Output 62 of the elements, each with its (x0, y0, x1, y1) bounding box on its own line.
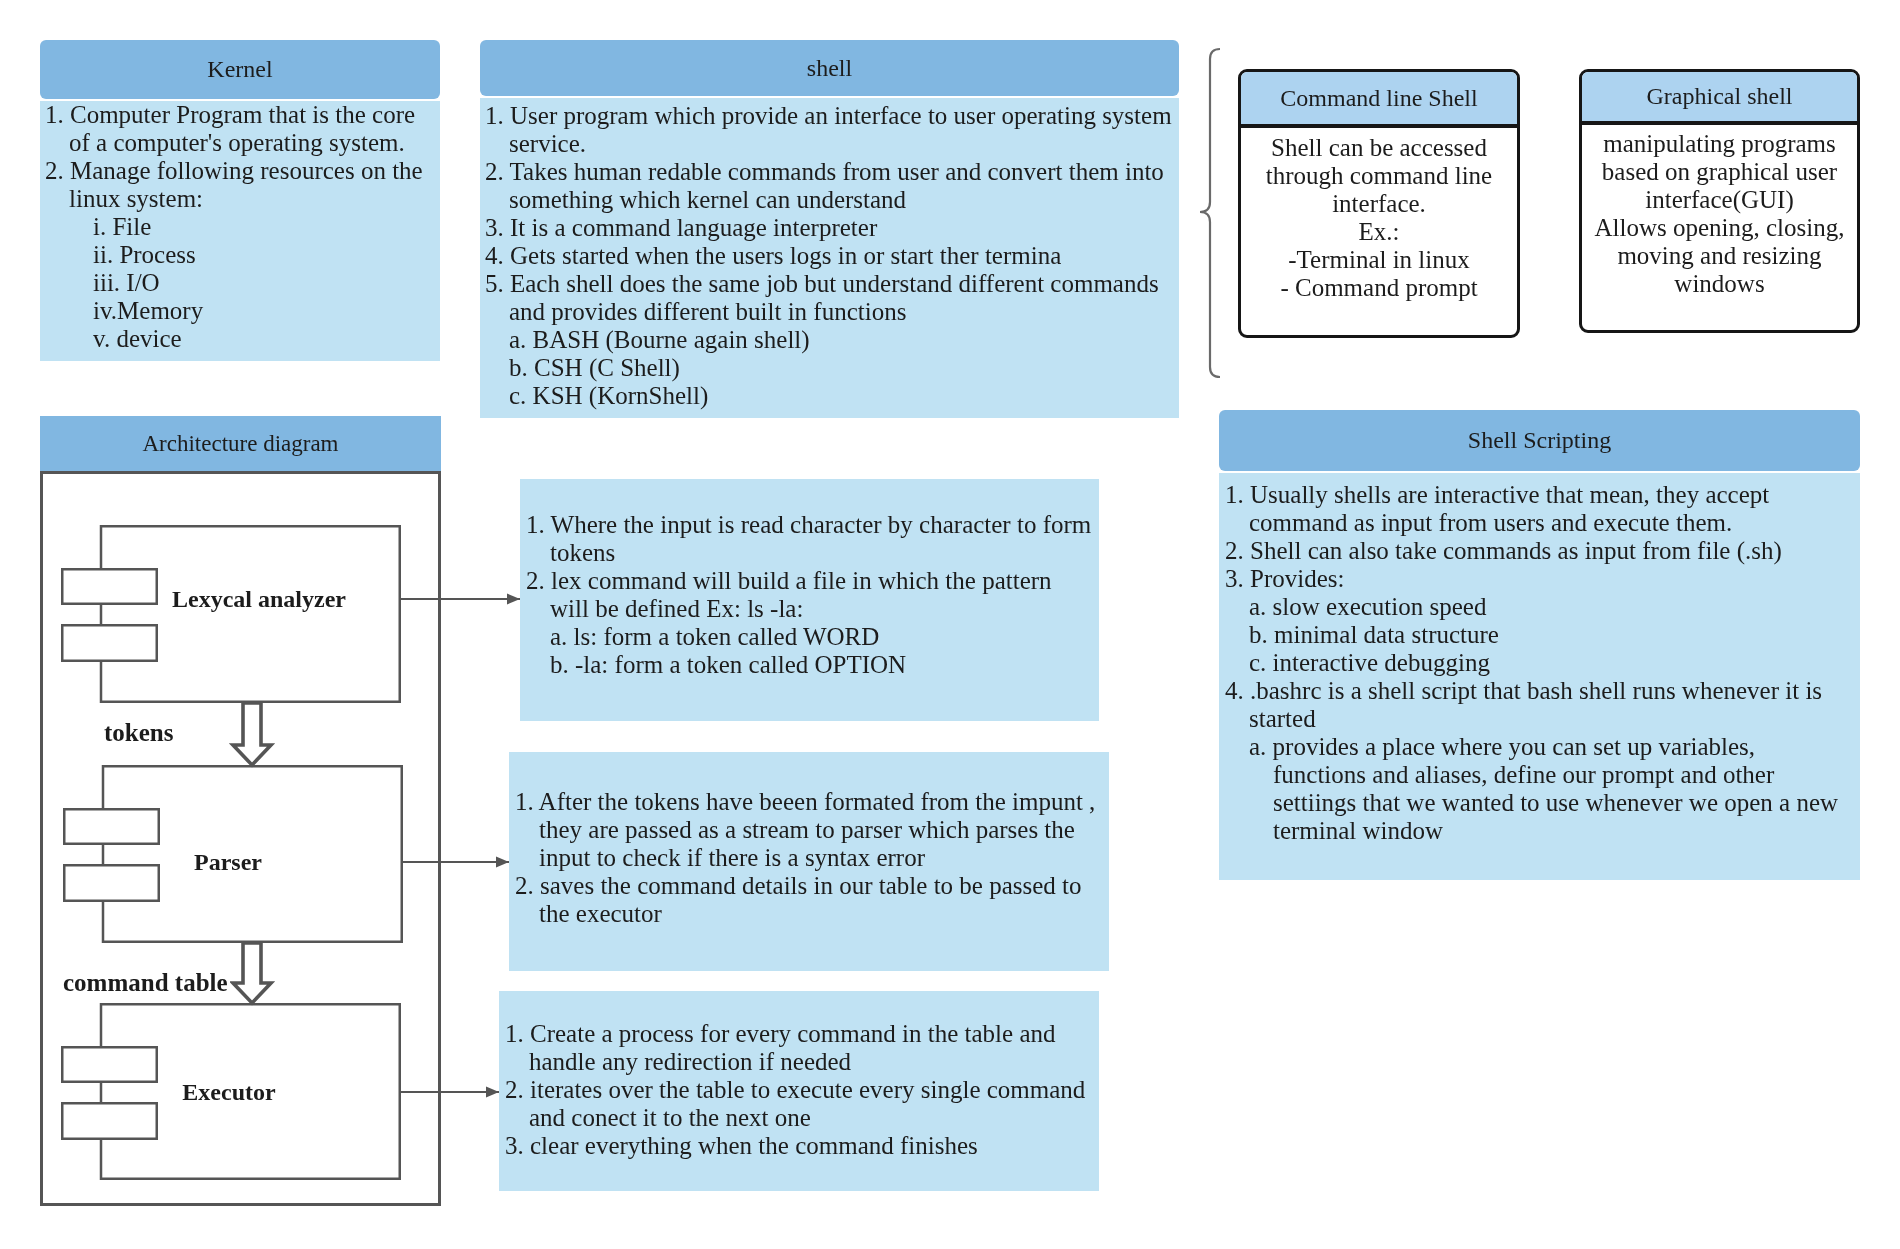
component-label: Executor (182, 1078, 276, 1106)
list-item: a. slow execution speed (1249, 593, 1487, 621)
description-box (499, 991, 1099, 1191)
list-item: 1. Computer Program that is the core of a computer's operating system. (45, 101, 417, 157)
panel-header: Shell Scripting (1219, 410, 1860, 471)
shell-type-card (1238, 69, 1520, 338)
list-item: 2. lex command will build a file in which the pattern will be defined Ex: ls -la: (526, 567, 1053, 623)
diagram-panel (40, 416, 441, 1206)
card-text: Allows opening, closing, moving and resizing windows (1593, 214, 1846, 298)
list-item: 3. clear everything when the command finishes (505, 1132, 978, 1160)
component-label: Lexycal analyzer (172, 585, 346, 613)
list-item: 3. It is a command language interpreter (485, 214, 878, 242)
list-item: ii. Process (93, 241, 196, 269)
shell-type-card (1579, 69, 1860, 333)
card-text: Ex.: (1358, 218, 1400, 246)
component-box (61, 1003, 401, 1180)
list-item: a. provides a place where you can set up variables, functions and aliases, define our prompt and other settiings that we wanted to use whenever we open a new terminal window (1249, 733, 1840, 845)
arrow (400, 1086, 500, 1098)
block-arrow (228, 701, 276, 768)
list-item: 1. Create a process for every command in the table and handle any redirection if needed (505, 1020, 1057, 1076)
list-item: 1. Usually shells are interactive that mean, they accept command as input from users and execute them. (1225, 481, 1771, 537)
list-item: b. CSH (C Shell) (509, 354, 680, 382)
component-label: Parser (194, 848, 262, 876)
panel-header: Architecture diagram (40, 416, 441, 474)
list-item: a. BASH (Bourne again shell) (509, 326, 810, 354)
list-item: a. ls: form a token called WORD (550, 623, 880, 651)
panel-header: shell (480, 40, 1179, 96)
list-item: b. -la: form a token called OPTION (550, 651, 907, 679)
component-box (63, 765, 403, 943)
description-box (509, 752, 1109, 971)
card-text: Shell can be accessed through command line interface. (1264, 134, 1494, 218)
arrow (402, 856, 510, 868)
component-box (61, 525, 401, 703)
panel-header: Kernel (40, 40, 440, 99)
list-item: 2. Takes human redable commands from user and convert them into something which kernel can understand (485, 158, 1165, 214)
card-text: - Command prompt (1280, 274, 1478, 302)
list-item: b. minimal data structure (1249, 621, 1499, 649)
list-item: 2. Manage following resources on the linux system: (45, 157, 424, 213)
list-item: 4. Gets started when the users logs in or start ther termina (485, 242, 1062, 270)
info-panel (480, 40, 1179, 418)
list-item: c. KSH (KornShell) (509, 382, 709, 410)
card-text: -Terminal in linux (1288, 246, 1470, 274)
list-item: 1. User program which provide an interface to user operating system service. (485, 102, 1173, 158)
list-item: 1. After the tokens have beeen formated from the impunt , they are passed as a stream to parser which parses the input to check if there is a syntax error (515, 788, 1097, 872)
card-text: manipulating programs based on graphical user interface(GUI) (1600, 130, 1839, 214)
description-box (520, 479, 1099, 721)
list-item: iii. I/O (93, 269, 160, 297)
list-item: i. File (93, 213, 153, 241)
info-panel (1219, 410, 1860, 880)
block-arrow (228, 941, 276, 1006)
list-item: v. device (93, 325, 183, 353)
list-item: c. interactive debugging (1249, 649, 1490, 677)
list-item: 1. Where the input is read character by character to form tokens (526, 511, 1093, 567)
arrow (400, 593, 521, 605)
info-panel (40, 40, 440, 361)
list-item: 2. Shell can also take commands as input from file (.sh) (1225, 537, 1782, 565)
card-header: Command line Shell (1241, 72, 1517, 128)
list-item: 2. iterates over the table to execute every single command and conect it to the next one (505, 1076, 1087, 1132)
card-header: Graphical shell (1582, 72, 1857, 125)
list-item: iv.Memory (93, 297, 204, 325)
list-item: 3. Provides: (1225, 565, 1345, 593)
list-item: 2. saves the command details in our table to be passed to the executor (515, 872, 1083, 928)
